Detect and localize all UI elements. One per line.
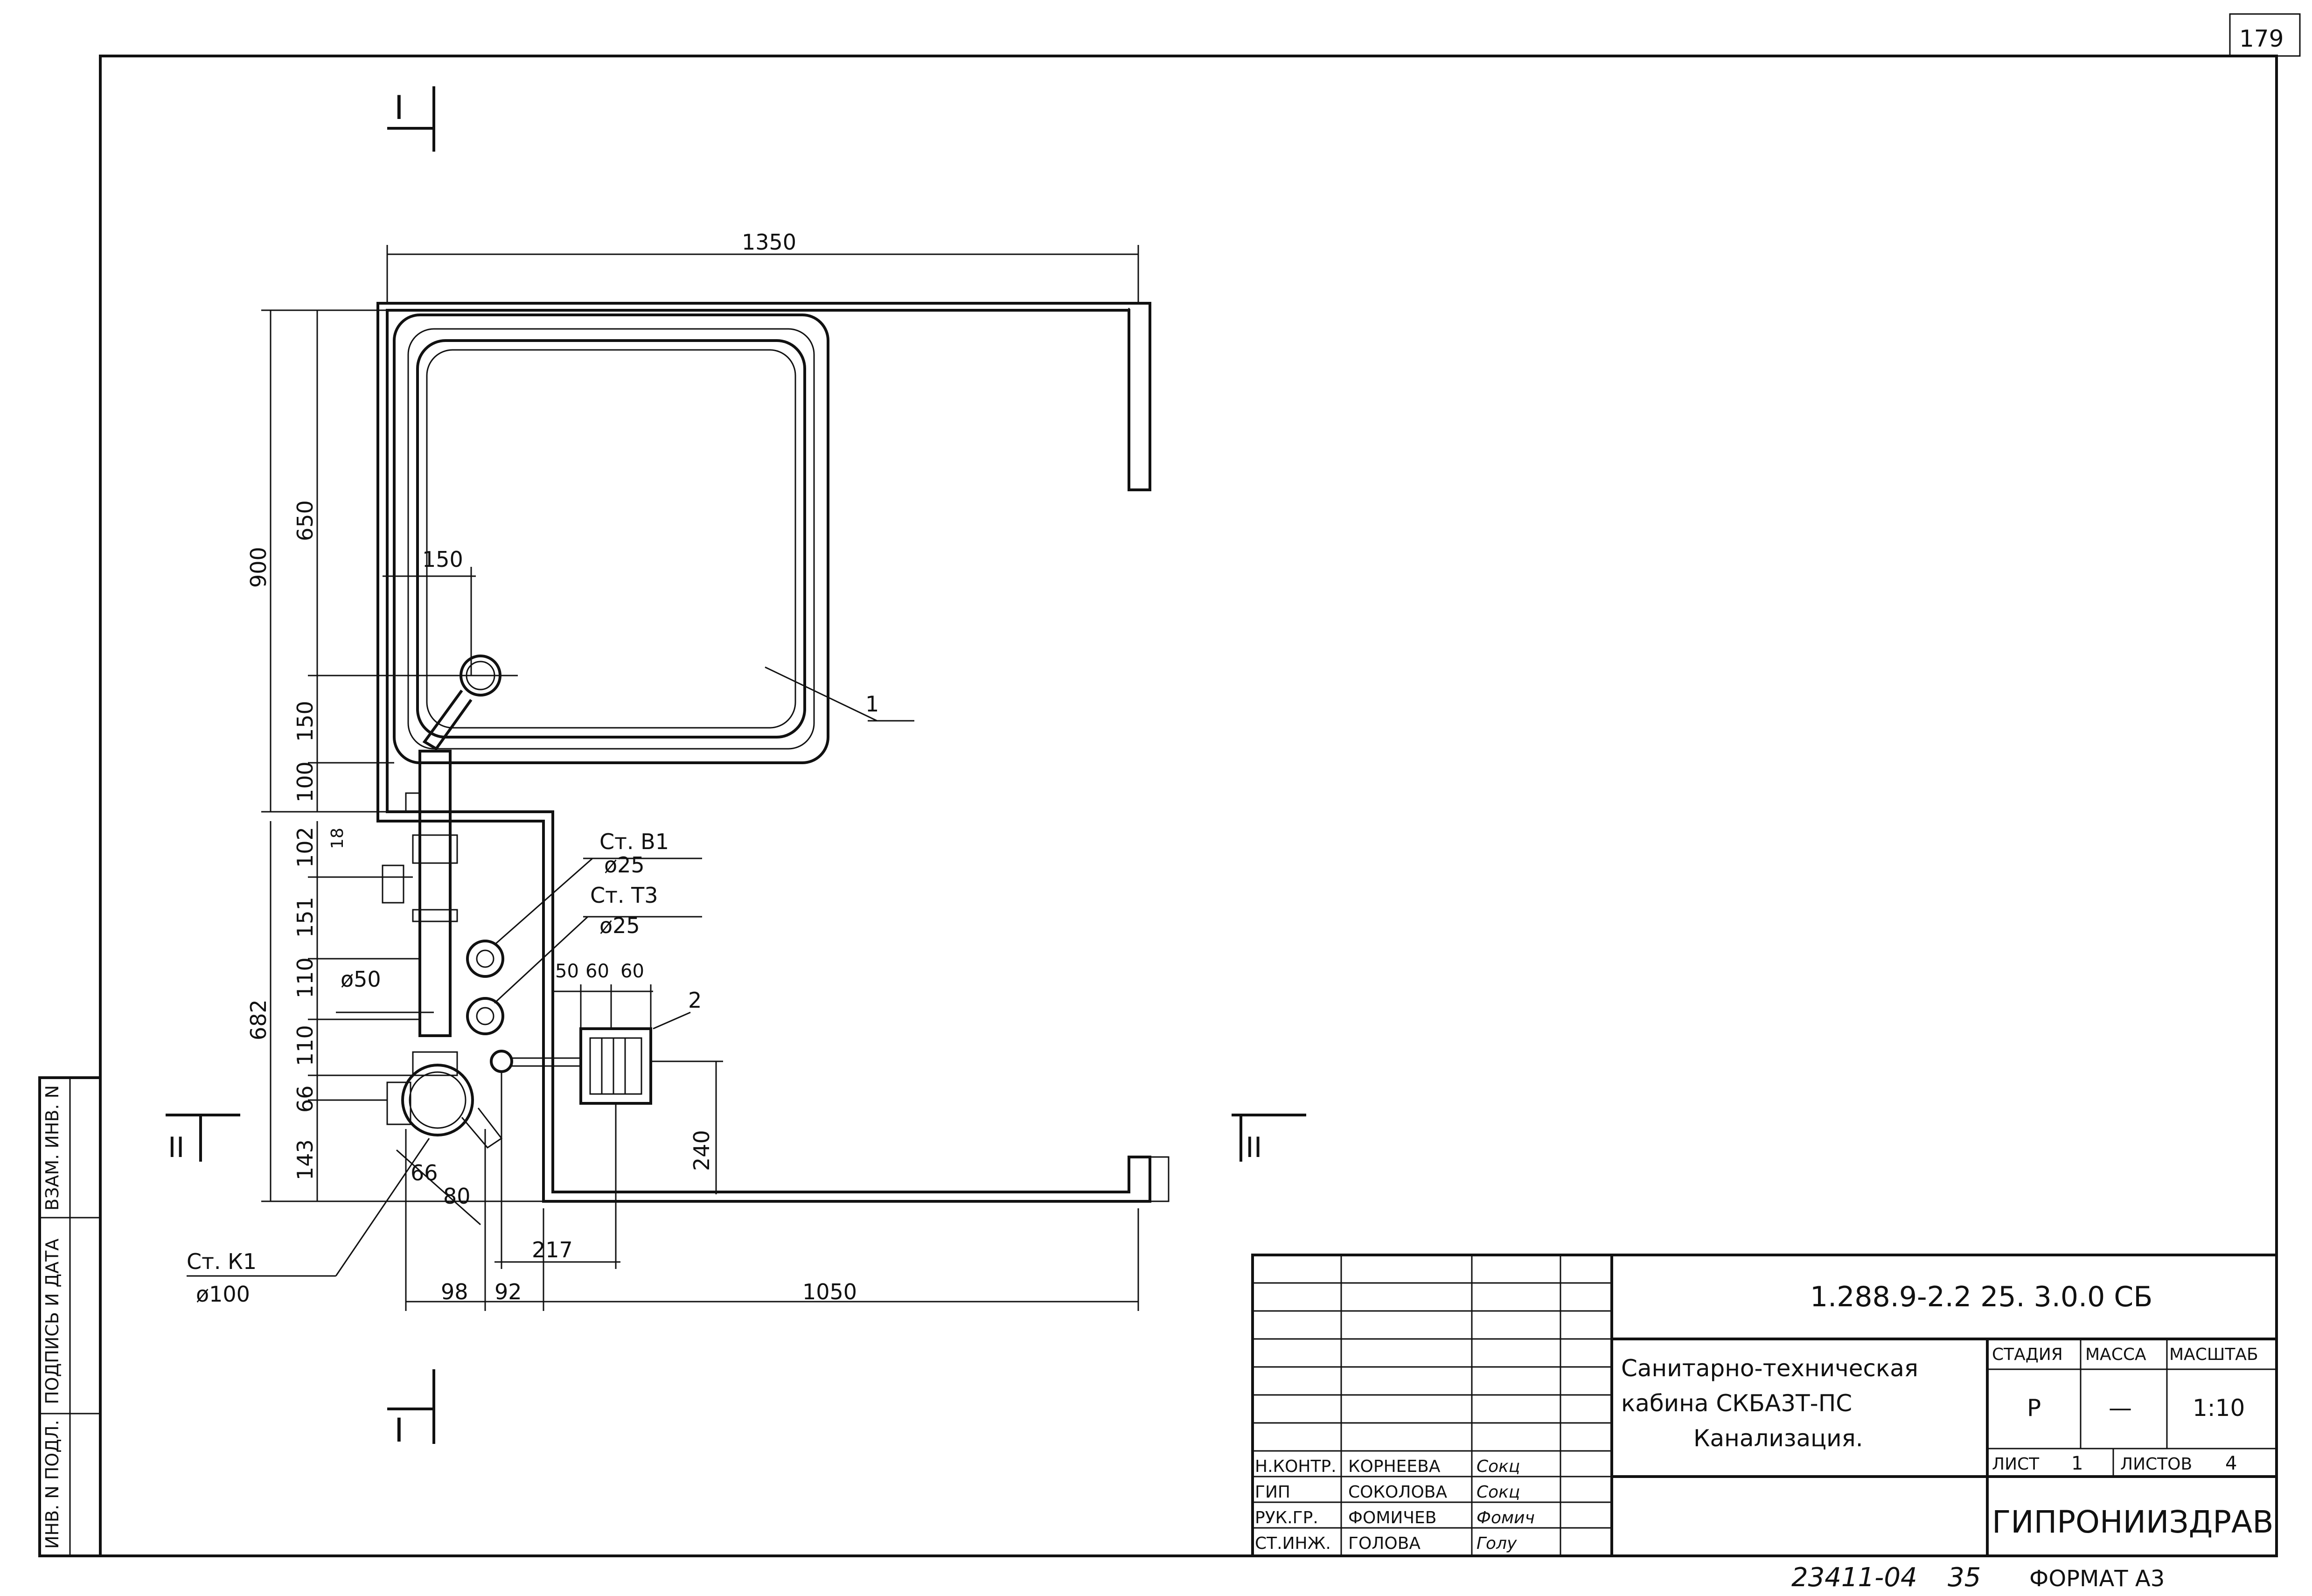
callout-riser-t3-dia: ø25 bbox=[599, 913, 640, 938]
callout-position-1: 1 bbox=[865, 691, 879, 717]
sign-mark-1: Сокц bbox=[1476, 1457, 1520, 1476]
riser-b1 bbox=[466, 940, 504, 978]
sign-mark-2: Сокц bbox=[1476, 1483, 1520, 1502]
format-label: ФОРМАТ А3 bbox=[2029, 1566, 2165, 1592]
dim-150b: 150 bbox=[292, 701, 318, 742]
dimension-values: 1350 900 650 150 150 100 18 682 102 151 … bbox=[246, 230, 857, 1304]
sign-mark-3: Фомич bbox=[1476, 1508, 1535, 1527]
stamp-replace-inv: ВЗАМ. ИНВ. N bbox=[42, 1085, 63, 1211]
organization: ГИПРОНИИЗДРАВ bbox=[1992, 1504, 2273, 1540]
mass-value: — bbox=[2109, 1394, 2132, 1422]
dim-60a: 60 bbox=[585, 961, 609, 982]
dim-682: 682 bbox=[246, 999, 271, 1040]
stamp-inv-orig: ИНВ. N ПОДЛ. bbox=[42, 1420, 63, 1549]
dim-1050: 1050 bbox=[802, 1279, 857, 1304]
dim-92: 92 bbox=[494, 1279, 522, 1304]
sign-role-2: ГИП bbox=[1255, 1483, 1290, 1502]
callout-pipe-dia: ø50 bbox=[341, 967, 381, 992]
dim-80: 80 bbox=[443, 1184, 471, 1209]
archive-number: 23411-04 bbox=[1791, 1562, 1917, 1593]
sheets-value: 4 bbox=[2225, 1453, 2237, 1474]
dim-102: 102 bbox=[292, 827, 318, 868]
riser-t3 bbox=[466, 997, 504, 1035]
document-code: 1.288.9-2.2 25. 3.0.0 СБ bbox=[1810, 1281, 2152, 1313]
section-marks: I I II II bbox=[166, 86, 1306, 1450]
callout-position-2: 2 bbox=[688, 988, 702, 1013]
section-mark-top: I bbox=[394, 89, 404, 127]
dimension-lines bbox=[187, 245, 1139, 1311]
callout-riser-b1-dia: ø25 bbox=[604, 852, 645, 878]
dim-650: 650 bbox=[292, 500, 318, 541]
riser-k1 bbox=[401, 1064, 474, 1136]
stage-header: СТАДИЯ bbox=[1992, 1345, 2063, 1364]
callouts: Ст. В1 ø25 Ст. Т3 ø25 ø50 Ст. К1 ø100 1 … bbox=[187, 691, 879, 1307]
dim-66a: 66 bbox=[292, 1085, 318, 1113]
callout-riser-k1: Ст. К1 bbox=[187, 1249, 257, 1274]
sign-name-4: ГОЛОВА bbox=[1348, 1534, 1421, 1553]
dim-66b: 66 bbox=[411, 1160, 438, 1185]
cabin-walls bbox=[376, 302, 1170, 1203]
sign-name-3: ФОМИЧЕВ bbox=[1348, 1508, 1436, 1527]
section-mark-right: II bbox=[1246, 1131, 1262, 1164]
stamp-sign-date: ПОДПИСЬ И ДАТА bbox=[42, 1239, 63, 1404]
scale-header: МАСШТАБ bbox=[2169, 1345, 2258, 1364]
scale-value: 1:10 bbox=[2193, 1394, 2245, 1422]
callout-riser-k1-dia: ø100 bbox=[196, 1282, 250, 1307]
dim-900: 900 bbox=[246, 547, 271, 588]
sheet-label: ЛИСТ bbox=[1992, 1455, 2040, 1474]
dim-143: 143 bbox=[292, 1139, 318, 1180]
water-risers bbox=[466, 857, 702, 1035]
sign-role-1: Н.КОНТР. bbox=[1255, 1457, 1337, 1476]
section-mark-left: II bbox=[168, 1131, 184, 1164]
dim-151: 151 bbox=[292, 897, 318, 938]
dim-110b: 110 bbox=[292, 1025, 318, 1066]
dim-240: 240 bbox=[689, 1130, 714, 1171]
archive-suffix: 35 bbox=[1948, 1562, 1981, 1593]
dim-18: 18 bbox=[328, 828, 347, 849]
dim-110a: 110 bbox=[292, 957, 318, 998]
sign-name-2: СОКОЛОВА bbox=[1348, 1483, 1447, 1502]
floor-trap bbox=[490, 1011, 723, 1105]
sign-role-4: СТ.ИНЖ. bbox=[1255, 1534, 1331, 1553]
dim-1350: 1350 bbox=[742, 230, 796, 255]
title-block: 1.288.9-2.2 25. 3.0.0 СБ Санитарно-техни… bbox=[1251, 1254, 2278, 1557]
dim-60b: 60 bbox=[620, 961, 644, 982]
sign-mark-4: Голу bbox=[1476, 1534, 1517, 1553]
title-line-2: кабина СКБА3Т-ПС bbox=[1621, 1390, 1852, 1417]
sheets-label: ЛИСТОВ bbox=[2120, 1455, 2192, 1474]
sign-name-1: КОРНЕЕВА bbox=[1348, 1457, 1441, 1476]
dim-100: 100 bbox=[292, 761, 318, 802]
dim-98: 98 bbox=[441, 1279, 468, 1304]
side-stamp: ИНВ. N ПОДЛ. ПОДПИСЬ И ДАТА ВЗАМ. ИНВ. N bbox=[38, 1076, 102, 1557]
stage-value: Р bbox=[2027, 1394, 2041, 1422]
sheet-corner-number: 179 bbox=[2239, 25, 2284, 52]
callout-riser-t3: Ст. Т3 bbox=[590, 883, 658, 908]
bathtub bbox=[393, 314, 914, 764]
dim-150a: 150 bbox=[422, 547, 463, 572]
dim-217: 217 bbox=[532, 1237, 573, 1262]
section-mark-bottom: I bbox=[394, 1411, 404, 1450]
sign-role-3: РУК.ГР. bbox=[1255, 1508, 1318, 1527]
dim-50: 50 bbox=[555, 961, 579, 982]
mass-header: МАССА bbox=[2085, 1345, 2146, 1364]
callout-riser-b1: Ст. В1 bbox=[599, 829, 669, 854]
title-line-3: Канализация. bbox=[1693, 1425, 1863, 1452]
sheet-frame bbox=[99, 55, 2278, 1557]
sheet-value: 1 bbox=[2071, 1453, 2083, 1474]
corner-box bbox=[2229, 13, 2301, 57]
waste-pipe bbox=[382, 690, 503, 1149]
title-line-1: Санитарно-техническая bbox=[1621, 1355, 1918, 1382]
